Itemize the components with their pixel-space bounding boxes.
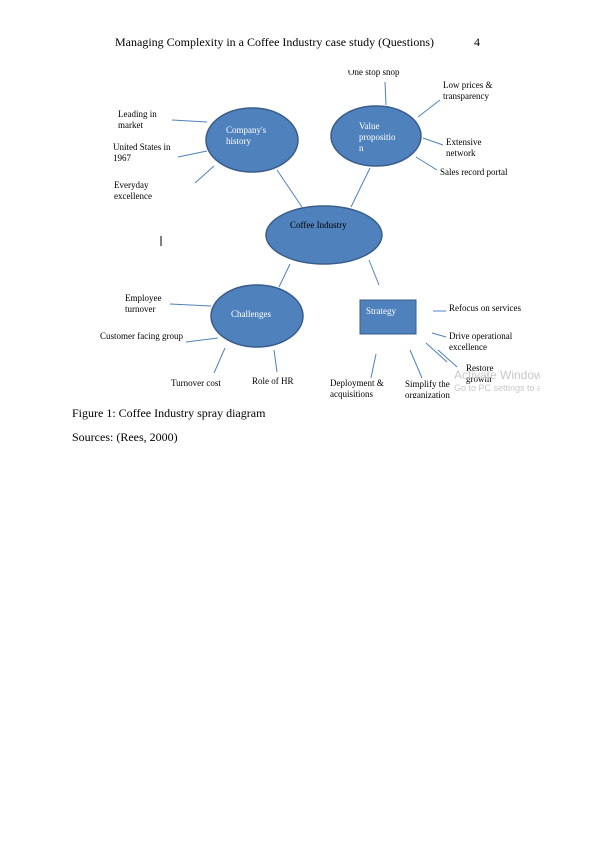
value-item: Sales record portal	[440, 167, 508, 177]
connector-line	[185, 337, 219, 343]
challenges-item: Turnover cost	[171, 378, 221, 388]
strategy-item: Deployment & acquisitions	[330, 378, 384, 399]
strategy-node-label: Strategy	[366, 306, 396, 316]
connector-line	[368, 259, 380, 286]
figure-caption: Figure 1: Coffee Industry spray diagram	[72, 406, 266, 420]
value-item-text: One stop shop	[348, 70, 400, 77]
connector-line	[171, 119, 208, 123]
connector-line	[278, 263, 291, 288]
challenges-item: Employee turnover	[125, 293, 162, 314]
connector-line	[213, 347, 226, 374]
node-strategy	[359, 299, 417, 335]
connector-line	[417, 99, 441, 118]
history-item: United States in 1967	[113, 142, 171, 163]
challenges-node-label: Challenges	[231, 309, 271, 319]
running-header: Managing Complexity in a Coffee Industry…	[115, 35, 435, 49]
challenges-item: Customer facing group	[100, 331, 183, 341]
value-node-label: Value propositio n	[359, 121, 396, 153]
strategy-item: Refocus on services	[449, 303, 521, 313]
activation-watermark: Activate Windows	[454, 368, 540, 382]
node-coffee-industry	[265, 205, 383, 265]
history-item: Leading in market	[118, 109, 157, 130]
connector-line	[409, 349, 423, 379]
strategy-item: Drive operational excellence	[449, 331, 513, 352]
node-company-history	[205, 107, 299, 173]
page-number: 4	[474, 35, 480, 49]
center-node-label: Coffee Industry	[290, 220, 347, 230]
strategy-item: Restore growth	[466, 363, 494, 384]
connector-line	[169, 303, 212, 307]
connector-line	[415, 156, 438, 171]
connector-line	[437, 349, 458, 368]
value-item: Low prices & transparency	[443, 80, 493, 101]
history-item: Everyday excellence	[114, 180, 152, 201]
connector-line	[194, 165, 215, 184]
connector-line	[273, 349, 278, 373]
connector-line	[350, 167, 371, 208]
connector-line	[425, 342, 448, 363]
history-node-label: Company's history	[226, 125, 267, 146]
connector-line	[177, 150, 208, 158]
node-value-proposition	[330, 105, 422, 167]
connector-line	[370, 353, 377, 379]
connector-line	[422, 137, 444, 146]
activation-watermark-sub: Go to PC settings to activate Windows.	[454, 383, 540, 393]
connector-line	[384, 81, 387, 106]
figure-sources: Sources: (Rees, 2000)	[72, 430, 178, 444]
value-item: Extensive network	[446, 137, 482, 158]
connector-line	[276, 169, 303, 208]
strategy-item: Simplify the organization	[405, 379, 450, 398]
connector-line	[431, 332, 447, 338]
node-challenges	[210, 284, 304, 348]
value-item: One stop shop	[348, 70, 400, 78]
challenges-item: Role of HR	[252, 376, 294, 386]
